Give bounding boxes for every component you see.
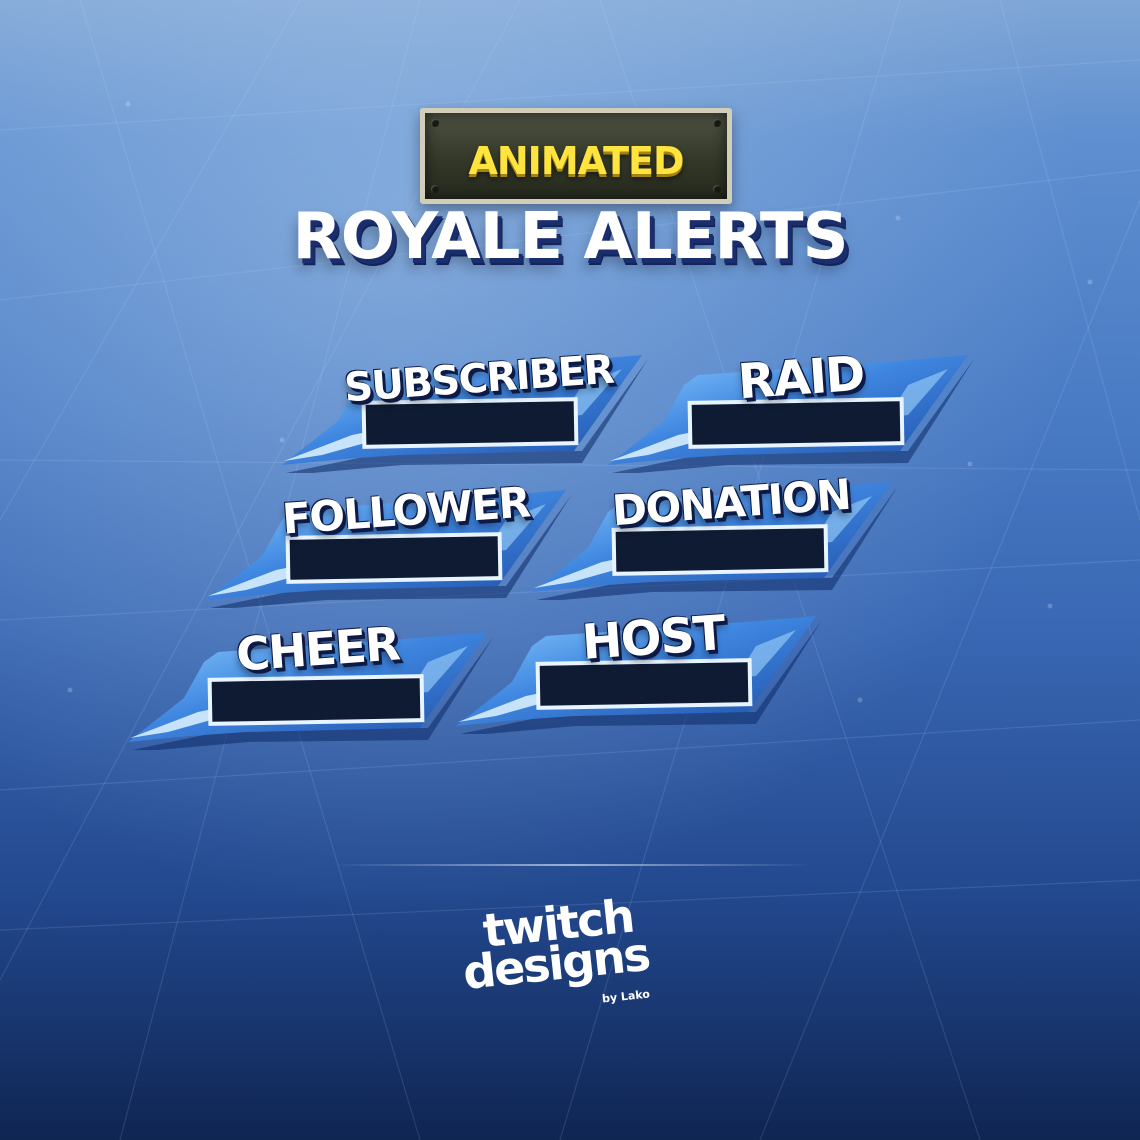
alert-label-host: HOST (580, 605, 727, 671)
divider (330, 864, 810, 866)
sign-bolt (431, 185, 439, 193)
alert-panel-donation (532, 482, 898, 600)
sign-bolt (713, 119, 721, 127)
panel-name-slot (211, 678, 421, 722)
animated-badge-text: ANIMATED (468, 139, 684, 183)
alert-panel-subscriber (282, 355, 648, 473)
alert-panel-follower (206, 490, 572, 608)
panel-name-slot (691, 401, 901, 445)
panel-name-slot (615, 528, 825, 572)
page-title: ROYALE ALERTS (292, 200, 848, 274)
sign-bolt (713, 185, 721, 193)
alert-label-cheer: CHEER (234, 616, 401, 682)
panel-name-slot (289, 536, 499, 580)
panel-name-slot (539, 662, 749, 706)
alert-panel-host (456, 616, 822, 734)
panel-name-slot (365, 401, 575, 445)
alert-label-raid: RAID (736, 345, 866, 411)
animated-sign: ANIMATED (420, 108, 732, 204)
alert-panel-cheer (128, 632, 494, 750)
alert-panel-raid (608, 355, 974, 473)
sign-bolt (431, 119, 439, 127)
